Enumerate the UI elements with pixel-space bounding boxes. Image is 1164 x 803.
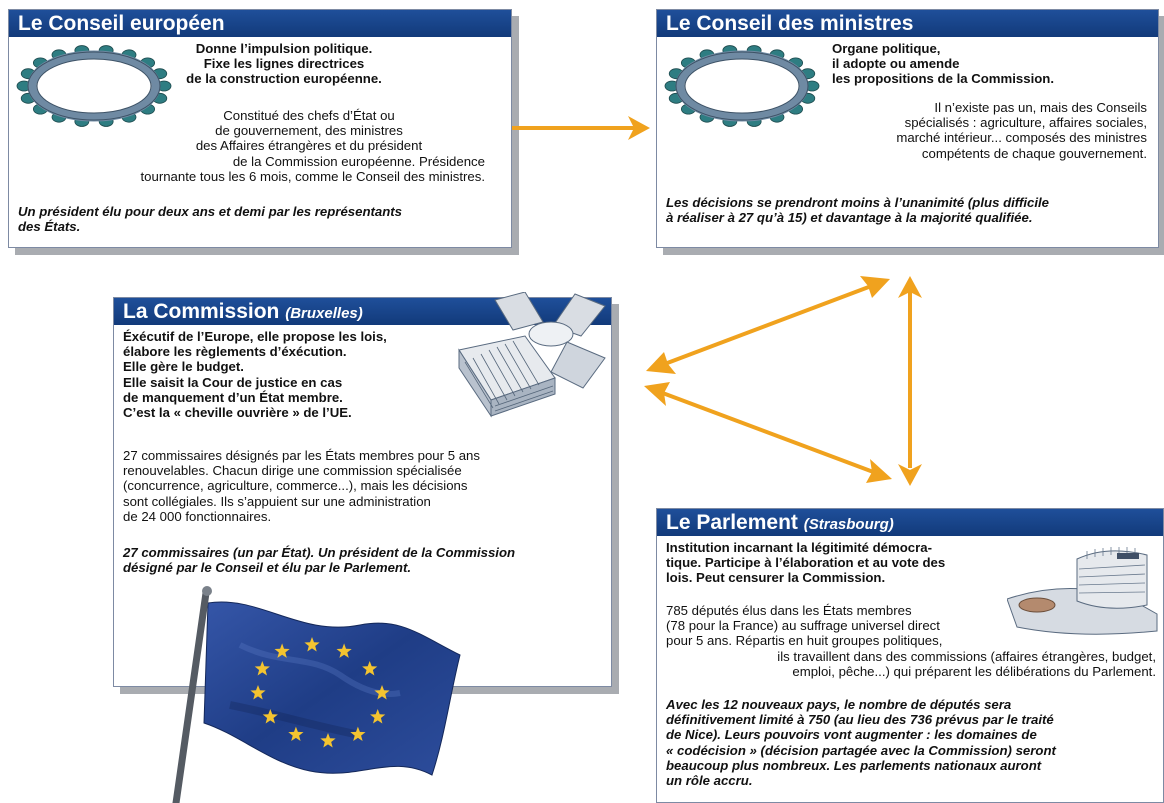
- parliament-building-icon: [1007, 539, 1162, 639]
- commission-building-icon: [455, 292, 625, 422]
- parlement-location: (Strasbourg): [803, 516, 894, 533]
- commission-composition: 27 commissaires désignés par les États m…: [123, 448, 480, 524]
- eu-flag-icon: [170, 585, 480, 803]
- flag-star: [370, 709, 386, 724]
- arrow-commission-parlement: [644, 382, 892, 483]
- parlement-composition: 785 députés élus dans les États membres …: [666, 603, 943, 649]
- flag-star: [350, 726, 366, 741]
- parlement-panel: Le Parlement (Strasbourg) Institution in…: [656, 508, 1164, 803]
- arrow-ministres-parlement: [898, 276, 922, 486]
- round-table-icon: [14, 41, 174, 131]
- parlement-reform: Avec les 12 nouveaux pays, le nombre de …: [666, 697, 1056, 789]
- round-table-icon: [662, 41, 822, 131]
- flag-star: [362, 661, 378, 676]
- conseil-europeen-title: Le Conseil européen: [9, 10, 511, 37]
- flag-star: [288, 726, 304, 741]
- commission-location: (Bruxelles): [285, 305, 363, 322]
- conseil-ministres-role: Organe politique, il adopte ou amende le…: [832, 41, 1055, 87]
- conseil-europeen-role: Donne l’impulsion politique. Fixe les li…: [186, 41, 382, 87]
- conseil-ministres-title: Le Conseil des ministres: [657, 10, 1158, 37]
- conseil-europeen-composition-cont: de la Commission européenne. Présidence …: [140, 154, 486, 185]
- conseil-europeen-reform: Un président élu pour deux ans et demi p…: [18, 204, 403, 235]
- parlement-role: Institution incarnant la légitimité démo…: [666, 540, 946, 586]
- flag-star: [374, 685, 390, 700]
- parlement-title-text: Le Parlement: [666, 511, 798, 534]
- flag-star: [304, 637, 320, 652]
- conseil-europeen-composition: Constitué des chefs d’État ou de gouvern…: [195, 108, 423, 154]
- commission-role: Éxécutif de l’Europe, elle propose les l…: [123, 329, 387, 421]
- conseil-europeen-panel: Le Conseil européen Donne l’impulsion po…: [8, 9, 512, 248]
- flag-star: [250, 685, 266, 700]
- commission-title-text: La Commission: [123, 300, 280, 323]
- arrow-ministres-commission: [646, 276, 890, 374]
- parlement-title: Le Parlement (Strasbourg): [657, 509, 1163, 536]
- flag-star: [274, 643, 290, 658]
- commission-reform: 27 commissaires (un par État). Un présid…: [123, 545, 516, 576]
- conseil-ministres-composition: Il n’existe pas un, mais des Conseils sp…: [896, 100, 1147, 161]
- flag-star: [262, 709, 278, 724]
- conseil-ministres-reform: Les décisions se prendront moins à l’una…: [666, 195, 1050, 226]
- parlement-composition-cont: ils travaillent dans des commissions (af…: [777, 649, 1156, 680]
- arrow-conseil-europeen-to-ministres: [512, 116, 650, 140]
- flag-star: [320, 733, 336, 748]
- conseil-ministres-panel: Le Conseil des ministres Organe politiqu…: [656, 9, 1159, 248]
- flag-star: [254, 661, 270, 676]
- flag-star: [336, 643, 352, 658]
